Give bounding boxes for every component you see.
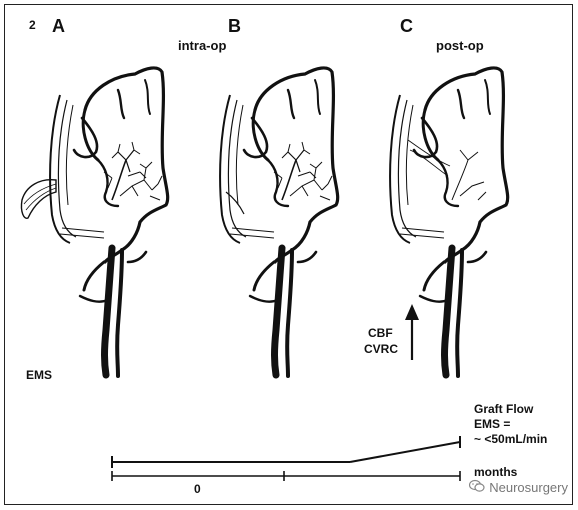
cbf-increase-arrow (405, 304, 419, 360)
months-label: months (474, 465, 518, 479)
cvrc-label: CVRC (364, 342, 399, 356)
timeline-zero-label: 0 (194, 482, 201, 496)
ems-label: EMS (26, 368, 53, 382)
panel-c-illustration (390, 68, 508, 376)
panel-c-subtitle: post-op (436, 38, 484, 53)
panel-c-label: C (400, 16, 413, 36)
panel-b-subtitle: intra-op (178, 38, 227, 53)
graft-flow-ems: EMS = (474, 417, 511, 431)
graft-flow-title: Graft Flow (474, 402, 534, 416)
panel-a-label: A (52, 16, 65, 36)
temporalis-muscle-flap (20, 179, 57, 219)
graft-flow-value: ~ <50mL/min (474, 432, 548, 446)
watermark-text: Neurosurgery (489, 480, 568, 495)
cbf-label: CBF (368, 326, 393, 340)
figure-number: 2 (29, 18, 36, 32)
wechat-icon (469, 479, 485, 496)
figure-frame (4, 4, 573, 505)
panel-a-illustration (20, 68, 167, 376)
panel-b-label: B (228, 16, 241, 36)
panel-b-illustration (220, 68, 338, 376)
timeline-axis (111, 436, 461, 481)
watermark: Neurosurgery (469, 479, 568, 496)
